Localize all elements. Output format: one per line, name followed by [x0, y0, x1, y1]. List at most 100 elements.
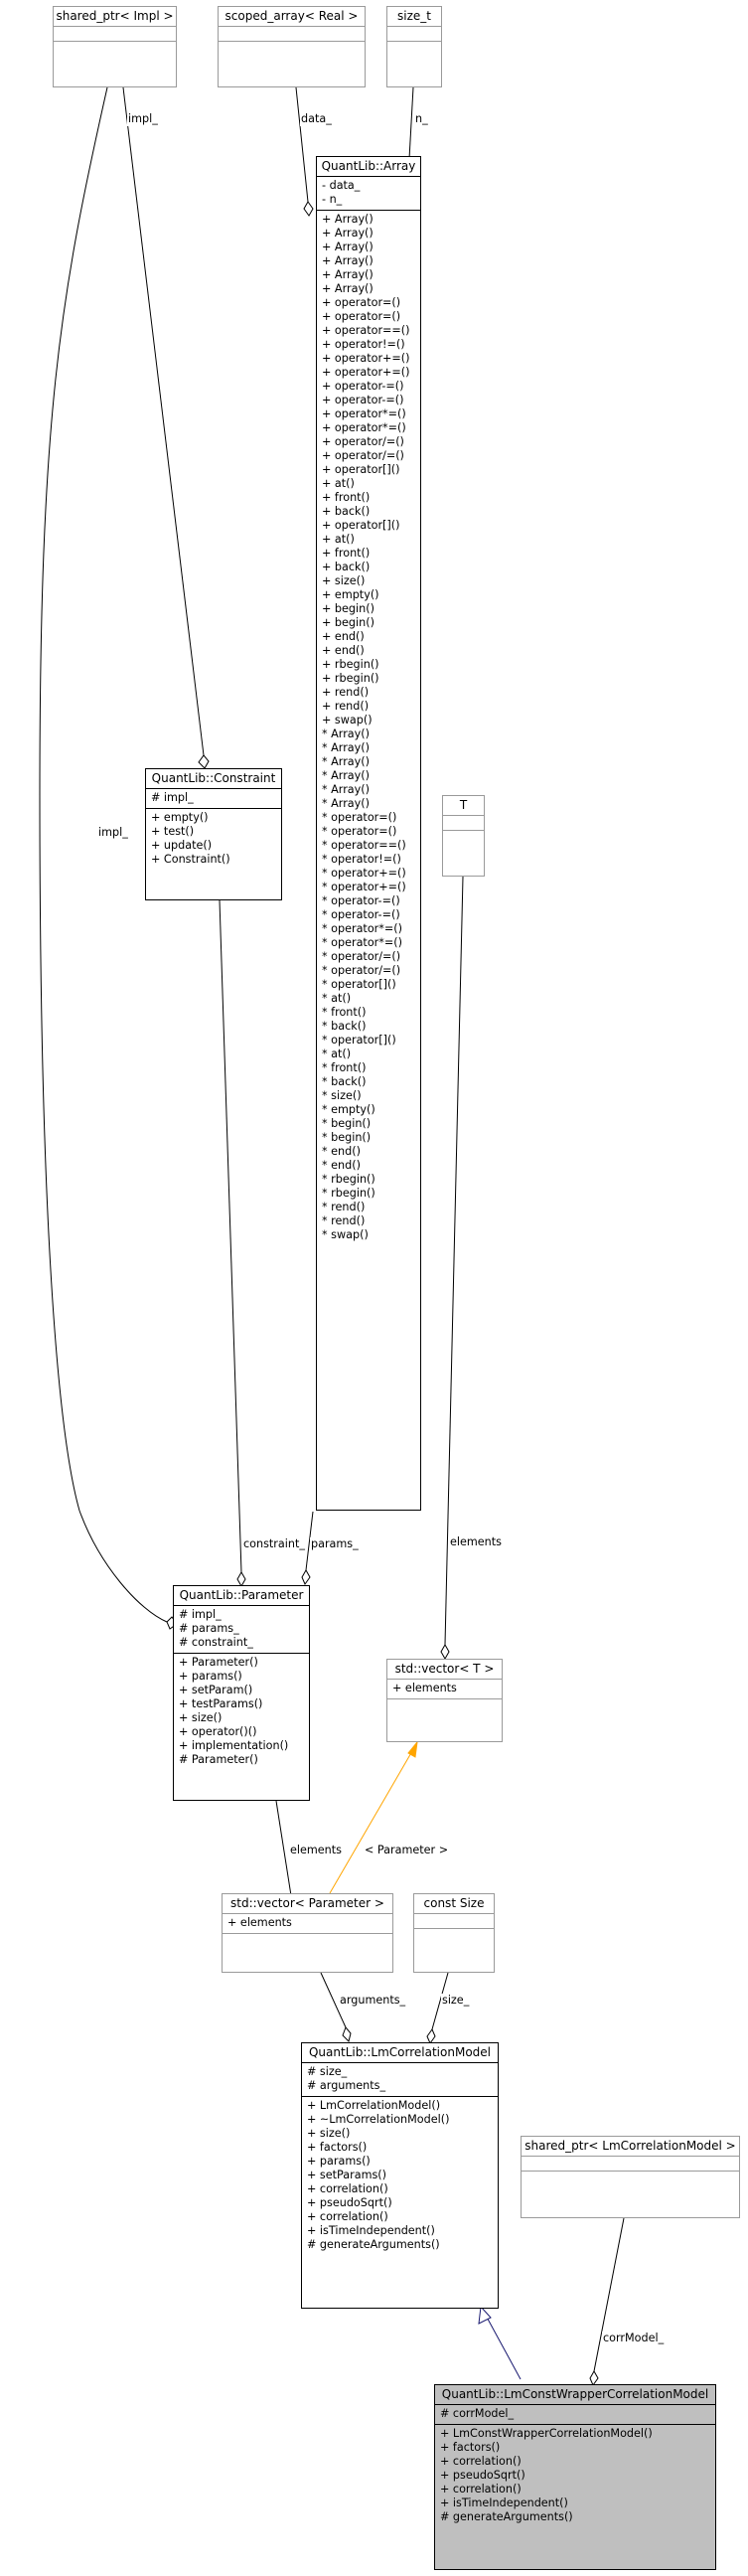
class-method: * operator-=(): [322, 894, 400, 907]
class-method: * operator*=(): [322, 922, 402, 935]
class-array[interactable]: QuantLib::Array - data_- n_ + Array()+ A…: [316, 156, 421, 1511]
edge-inheritance-arrow: [478, 2305, 492, 2325]
class-title: std::vector< Parameter >: [223, 1894, 392, 1914]
methods-section: + Array()+ Array()+ Array()+ Array()+ Ar…: [317, 211, 420, 1245]
edge-data-to-array: [295, 86, 309, 203]
class-method: + operator+=(): [322, 352, 410, 365]
edge-label-corr-model: corrModel_: [602, 2332, 666, 2345]
edge-label-n: n_: [414, 112, 429, 126]
class-size-t[interactable]: size_t: [386, 6, 442, 87]
class-method: * operator+=(): [322, 881, 406, 893]
class-method: + at(): [322, 533, 355, 546]
edge-template-binding-arrow: [407, 1740, 418, 1758]
class-method: + size(): [322, 574, 366, 587]
class-method: + at(): [322, 477, 355, 490]
class-parameter[interactable]: QuantLib::Parameter # impl_# params_# co…: [173, 1585, 310, 1801]
methods-section: [522, 2172, 739, 2185]
edge-template-binding: [329, 1750, 413, 1894]
class-title: QuantLib::Parameter: [174, 1586, 309, 1606]
class-method: + params(): [179, 1670, 242, 1683]
class-method: * rbegin(): [322, 1187, 375, 1200]
attributes-section: + elements: [387, 1680, 502, 1699]
methods-section: [54, 42, 176, 56]
class-method: * Array(): [322, 797, 371, 810]
class-method: + operator=(): [322, 296, 401, 309]
attributes-section: - data_- n_: [317, 177, 420, 211]
class-method: + front(): [322, 547, 371, 560]
class-method: + operator[](): [322, 519, 400, 532]
class-method: + operator/=(): [322, 449, 404, 462]
class-method: + setParams(): [307, 2169, 387, 2181]
class-method: + operator=(): [322, 310, 401, 323]
class-method: + end(): [322, 644, 365, 657]
class-method: + implementation(): [179, 1739, 289, 1752]
class-method: + testParams(): [179, 1697, 263, 1710]
class-method: * begin(): [322, 1117, 372, 1130]
attributes-section: [219, 27, 365, 42]
class-t[interactable]: T: [442, 795, 485, 877]
class-attribute: - data_: [322, 179, 361, 192]
class-vector-parameter[interactable]: std::vector< Parameter > + elements: [222, 1893, 393, 1973]
class-const-size[interactable]: const Size: [413, 1893, 495, 1973]
class-method: # generateArguments(): [440, 2510, 573, 2523]
class-method: + operator-=(): [322, 380, 404, 393]
class-attribute: # impl_: [151, 791, 194, 804]
edge-label-constraint: constraint_: [242, 1537, 306, 1551]
class-method: + swap(): [322, 714, 373, 726]
class-attribute: # arguments_: [307, 2079, 386, 2092]
methods-section: [414, 1929, 494, 1943]
class-method: + rbegin(): [322, 672, 379, 685]
class-method: + LmConstWrapperCorrelationModel(): [440, 2427, 653, 2440]
class-method: * rbegin(): [322, 1173, 375, 1186]
class-shared-ptr-lm[interactable]: shared_ptr< LmCorrelationModel >: [521, 2136, 740, 2218]
class-method: * Array(): [322, 755, 371, 768]
class-title: shared_ptr< Impl >: [54, 7, 176, 27]
class-method: + LmCorrelationModel(): [307, 2099, 441, 2112]
class-method: + correlation(): [440, 2455, 522, 2468]
edge-corrmodel-diamond: [589, 2369, 599, 2387]
class-method: + operator!=(): [322, 338, 405, 351]
attributes-section: # impl_# params_# constraint_: [174, 1606, 309, 1654]
class-method: * Array(): [322, 741, 371, 754]
class-method: + operator-=(): [322, 394, 404, 406]
edge-label-impl-top: impl_: [127, 112, 159, 126]
attributes-section: # size_# arguments_: [302, 2063, 498, 2097]
class-vector-t[interactable]: std::vector< T > + elements: [386, 1659, 503, 1742]
class-title: QuantLib::Array: [317, 157, 420, 177]
class-method: + isTimeIndependent(): [307, 2224, 435, 2237]
class-method: * rend(): [322, 1201, 366, 1213]
methods-section: + LmCorrelationModel()+ ~LmCorrelationMo…: [302, 2097, 498, 2255]
edge-constsize-to-lm-diamond: [426, 2027, 436, 2045]
class-method: + setParam(): [179, 1684, 253, 1696]
class-method: * Array(): [322, 727, 371, 740]
edge-vector-to-lm: [320, 1972, 347, 2028]
class-method: * operator/=(): [322, 950, 401, 963]
class-method: * end(): [322, 1159, 361, 1172]
class-scoped-array-real[interactable]: scoped_array< Real >: [218, 6, 366, 87]
class-constraint[interactable]: QuantLib::Constraint # impl_ + empty()+ …: [145, 768, 282, 900]
class-method: + operator*=(): [322, 407, 406, 420]
class-attribute: # size_: [307, 2065, 348, 2078]
class-method: * rend(): [322, 1214, 366, 1227]
edge-impl-to-constraint-diamond: [198, 754, 210, 769]
class-method: + empty(): [151, 811, 209, 824]
edge-label-size: size_: [441, 1994, 471, 2008]
methods-section: + Parameter()+ params()+ setParam()+ tes…: [174, 1654, 309, 1770]
class-lm-const-wrapper[interactable]: QuantLib::LmConstWrapperCorrelationModel…: [434, 2384, 716, 2570]
attributes-section: [522, 2157, 739, 2172]
edge-impl-to-parameter: [39, 86, 168, 1623]
attributes-section: [443, 816, 484, 831]
class-shared-ptr-impl[interactable]: shared_ptr< Impl >: [53, 6, 177, 87]
class-method: * operator[](): [322, 1034, 396, 1046]
class-method: + factors(): [440, 2441, 501, 2454]
edge-constsize-to-lm: [431, 1972, 449, 2030]
class-method: + Array(): [322, 254, 374, 267]
class-method: * back(): [322, 1020, 367, 1033]
methods-section: [219, 42, 365, 56]
class-method: + pseudoSqrt(): [307, 2196, 392, 2209]
class-method: + operator/=(): [322, 435, 404, 448]
class-lm-correlation-model[interactable]: QuantLib::LmCorrelationModel # size_# ar…: [301, 2042, 499, 2309]
class-title: T: [443, 796, 484, 816]
class-method: + Array(): [322, 268, 374, 281]
class-method: + isTimeIndependent(): [440, 2496, 568, 2509]
